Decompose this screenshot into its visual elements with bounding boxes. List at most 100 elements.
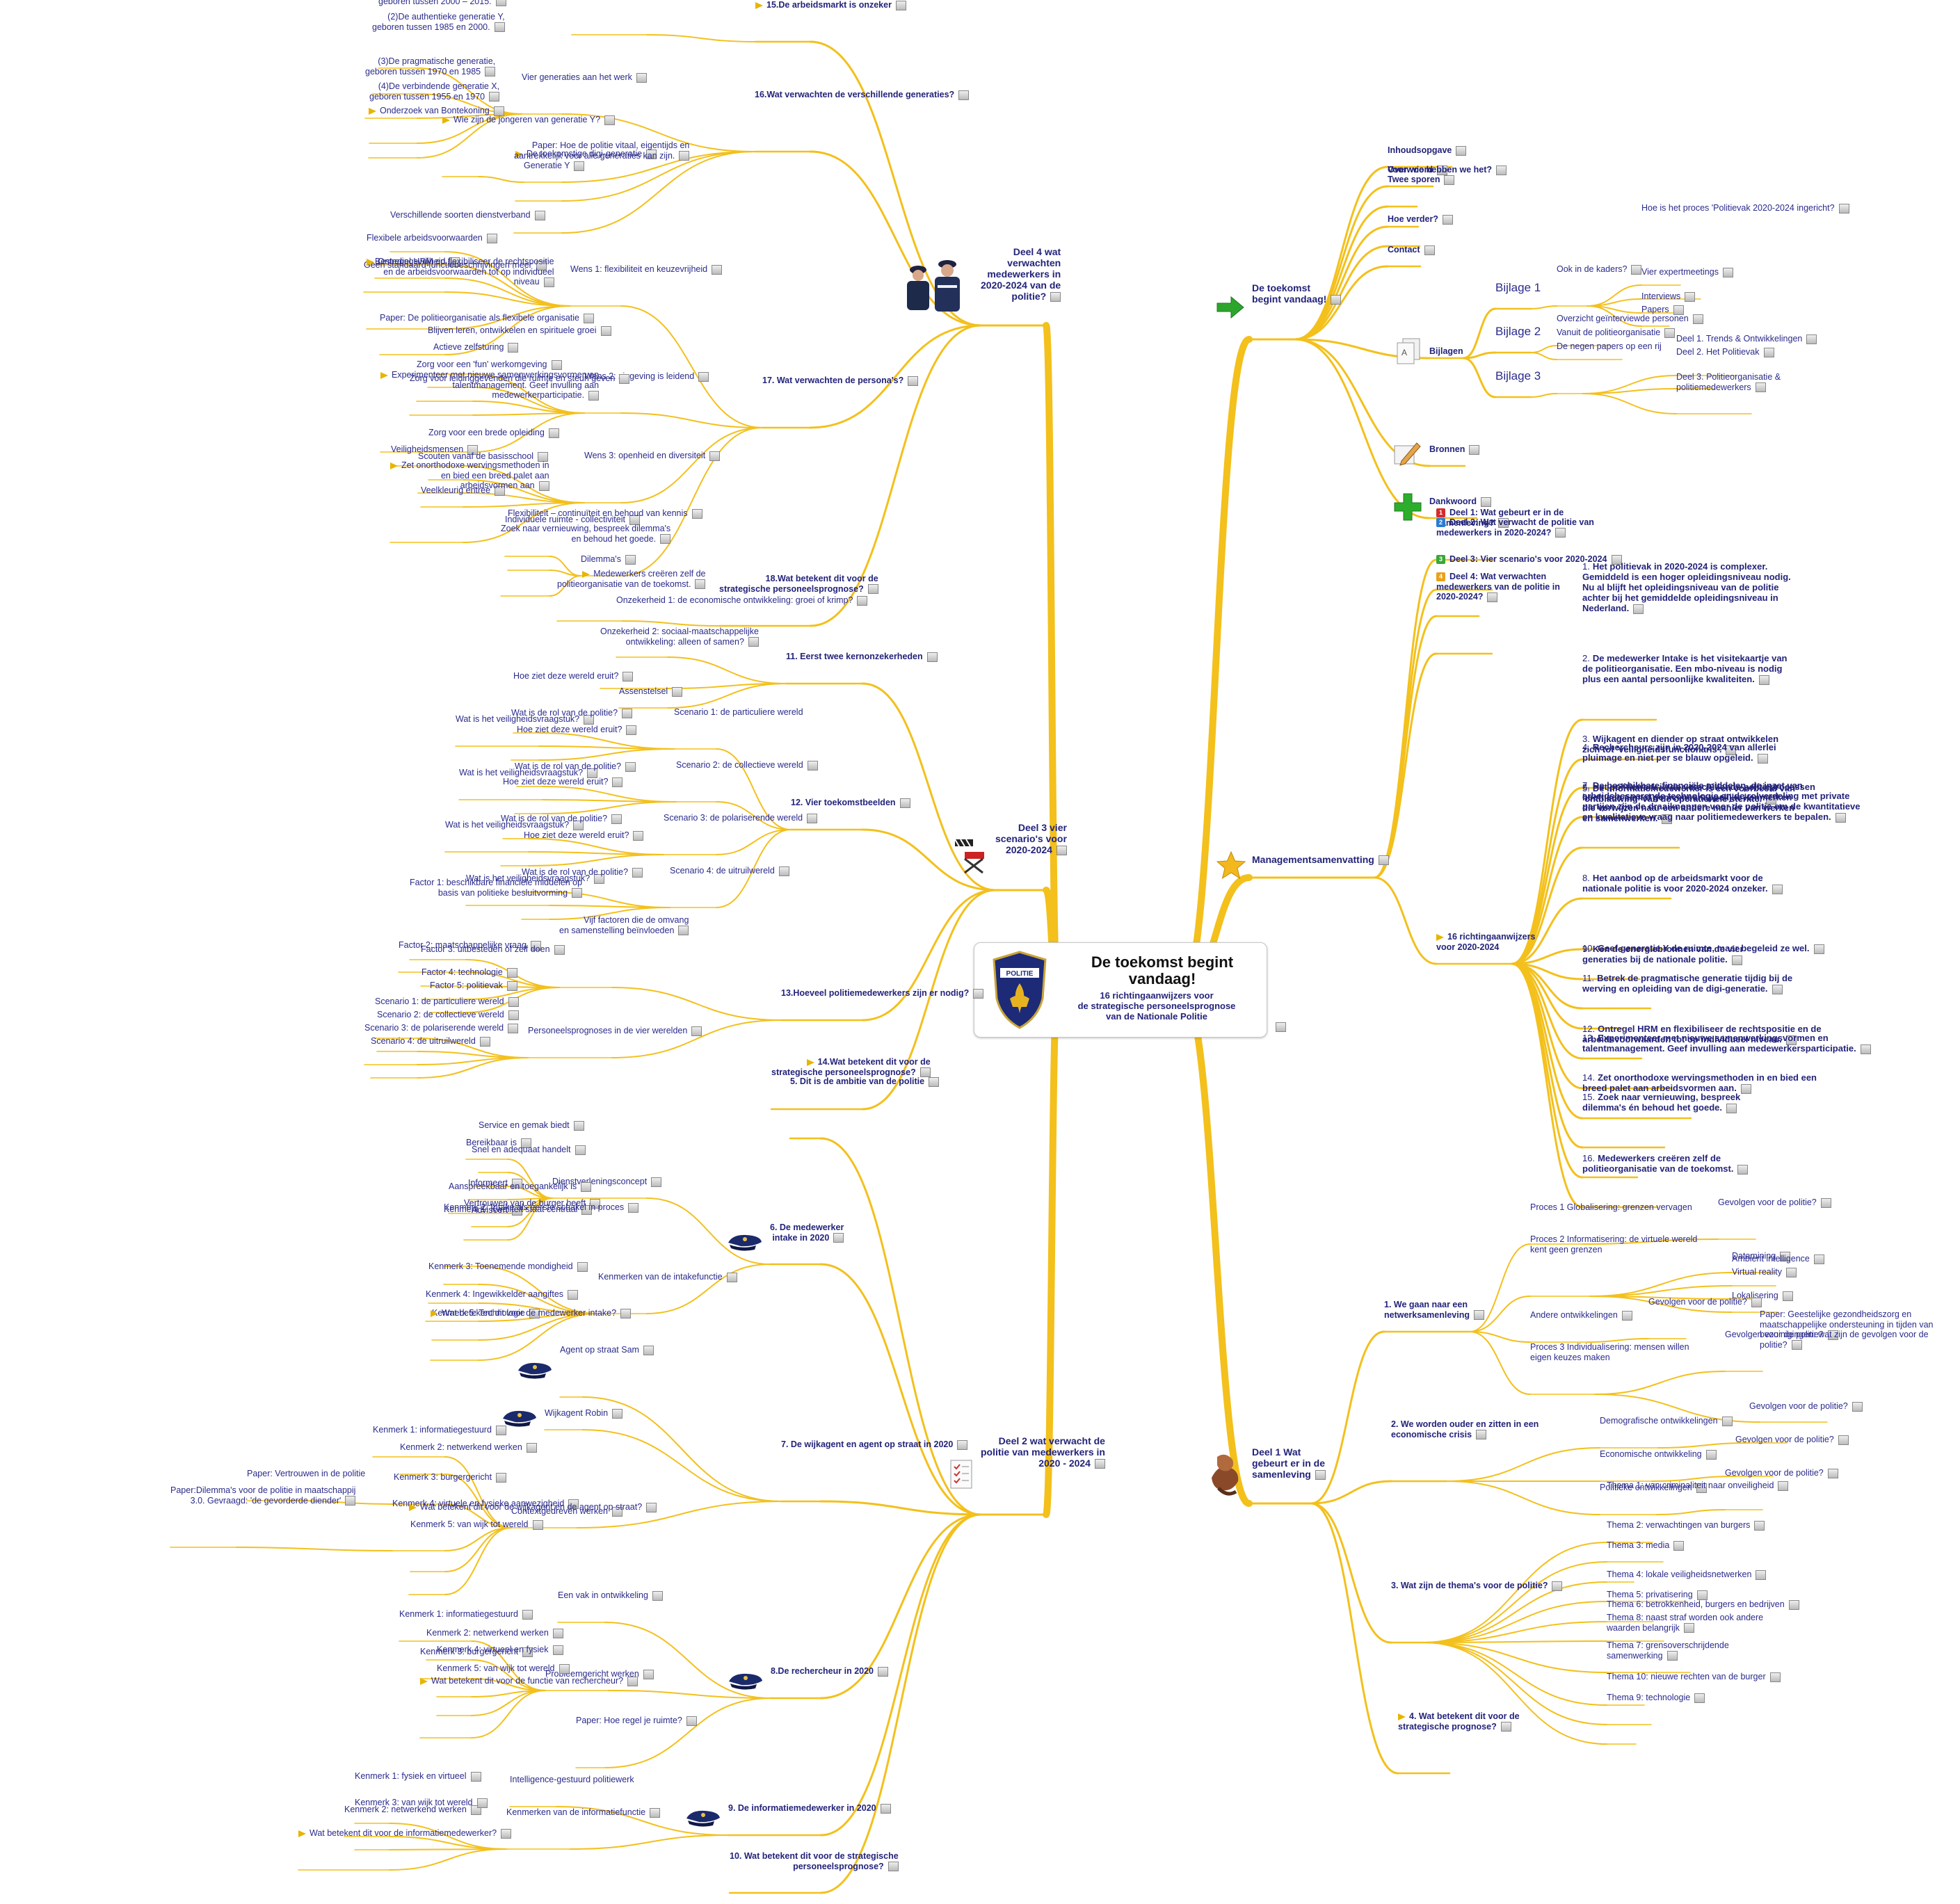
note-icon[interactable] — [1755, 382, 1766, 393]
node-dv2[interactable]: Service en gemak biedt — [479, 1120, 584, 1131]
node-dv5[interactable]: Aanspreekbaar en toegankelijk is — [449, 1181, 592, 1192]
node-w1a[interactable]: Verschillende soorten dienstverband — [390, 210, 545, 220]
note-icon[interactable] — [1496, 165, 1507, 175]
node-o2[interactable]: Onzekerheid 2: sociaal-maatschappelijke … — [600, 627, 759, 647]
note-icon[interactable] — [1683, 1623, 1694, 1633]
node-s1b[interactable]: Wat is het veiligheidsvraagstuk? — [456, 714, 595, 725]
note-icon[interactable] — [712, 264, 723, 275]
node-proces1[interactable]: Proces 1 Globalisering: grenzen vervagen — [1530, 1202, 1692, 1213]
node-w2a[interactable]: Actieve zelfsturing — [433, 342, 519, 353]
node-s2[interactable]: Scenario 2: de collectieve wereld — [676, 760, 818, 771]
note-icon[interactable] — [611, 1506, 622, 1517]
node-lokal[interactable]: Lokalisering — [1732, 1291, 1793, 1301]
note-icon[interactable] — [1424, 245, 1435, 255]
note-icon[interactable] — [1705, 1449, 1717, 1460]
node-n16[interactable]: 16.Wat verwachten de verschillende gener… — [755, 90, 970, 100]
node-deel2-pv[interactable]: Deel 2. Het Politievak — [1676, 347, 1774, 357]
note-icon[interactable] — [552, 1628, 563, 1638]
node-c4-paper[interactable]: Paper:Dilemma's voor de politie in maats… — [170, 1485, 356, 1506]
note-icon[interactable] — [1498, 518, 1509, 529]
note-icon[interactable] — [833, 1233, 844, 1243]
node-c4[interactable]: Kenmerk 4: virtuele en fysieke aanwezigh… — [392, 1499, 579, 1509]
node-deel4[interactable]: Deel 4 wat verwachten medewerkers in 202… — [981, 246, 1061, 302]
note-icon[interactable] — [622, 671, 634, 681]
node-s4[interactable]: Scenario 4: de uitruilwereld — [670, 866, 789, 876]
note-icon[interactable] — [1696, 1483, 1707, 1493]
note-icon[interactable] — [698, 371, 709, 382]
node-dankwoord[interactable]: Dankwoord — [1429, 497, 1492, 507]
node-virtual[interactable]: Virtual reality — [1732, 1267, 1797, 1277]
node-viergen[interactable]: Vier generaties aan het werk — [522, 72, 647, 83]
note-icon[interactable] — [1763, 347, 1774, 357]
node-s3a[interactable]: Hoe ziet deze wereld eruit? — [503, 777, 623, 787]
note-icon[interactable] — [1621, 1310, 1632, 1321]
node-dv3[interactable]: Snel en adequaat handelt — [472, 1145, 586, 1155]
node-g4[interactable]: (4)De verbindende generatie X, geboren t… — [369, 81, 500, 102]
note-icon[interactable] — [600, 325, 611, 336]
node-s2b[interactable]: Wat is het veiligheidsvraagstuk? — [459, 768, 598, 778]
node-ki3[interactable]: Kenmerk 3: Toenemende mondigheid — [428, 1261, 588, 1272]
note-icon[interactable] — [1631, 264, 1642, 275]
note-icon[interactable] — [1766, 794, 1777, 805]
node-n5[interactable]: 5. Dit is de ambitie van de politie — [790, 1076, 940, 1087]
note-icon[interactable] — [470, 1771, 481, 1782]
node-s1c[interactable]: Wat is de rol van de politie? — [511, 708, 633, 718]
node-negen-papers[interactable]: De negen papers op een rij — [1557, 341, 1662, 352]
node-proces3[interactable]: Proces 3 Individualisering: mensen wille… — [1530, 1342, 1689, 1362]
note-icon[interactable] — [1782, 1291, 1793, 1301]
note-icon[interactable] — [573, 820, 584, 830]
note-icon[interactable] — [1552, 1581, 1563, 1591]
node-r13[interactable]: 13.Experimenteer met nieuwe samenwerking… — [1582, 1033, 1871, 1054]
note-icon[interactable] — [691, 1026, 702, 1036]
node-r5[interactable]: 5.De informatiemedewerker is een voorbee… — [1582, 783, 1795, 805]
note-icon[interactable] — [629, 515, 640, 525]
node-r15[interactable]: 15.Zoek naar vernieuwing, bespreek dilem… — [1582, 1092, 1740, 1113]
node-n6[interactable]: 6. De medewerker intake in 2020 — [770, 1223, 844, 1243]
node-s1a[interactable]: Hoe ziet deze wereld eruit? — [513, 671, 634, 681]
note-icon[interactable] — [695, 579, 706, 590]
note-icon[interactable] — [573, 1120, 584, 1131]
note-icon[interactable] — [449, 257, 460, 267]
note-icon[interactable] — [1726, 745, 1737, 755]
note-icon[interactable] — [534, 210, 545, 220]
node-intel[interactable]: Intelligence-gestuurd politiewerk — [510, 1775, 634, 1785]
note-icon[interactable] — [604, 115, 616, 125]
node-bijlagen[interactable]: Bijlagen — [1429, 346, 1463, 357]
node-hoe-proces[interactable]: Hoe is het proces 'Politievak 2020-2024 … — [1641, 203, 1849, 213]
node-w2b[interactable]: Blijven leren, ontwikkelen en spirituele… — [428, 325, 611, 336]
node-deel3[interactable]: Deel 3 vier scenario's voor 2020-2024 — [995, 822, 1067, 856]
note-icon[interactable] — [1754, 1520, 1765, 1531]
node-bontekoning[interactable]: Onderzoek van Bontekoning — [369, 106, 504, 116]
note-icon[interactable] — [709, 451, 721, 461]
note-icon[interactable] — [899, 798, 910, 808]
node-demo-gev[interactable]: Gevolgen voor de politie? — [1749, 1401, 1863, 1412]
node-r1[interactable]: 1.Het politievak in 2020-2024 is complex… — [1582, 561, 1791, 614]
note-icon[interactable] — [1751, 1297, 1762, 1307]
node-t8[interactable]: Thema 8: naast straf worden ook andere w… — [1607, 1613, 1763, 1633]
note-icon[interactable] — [895, 0, 906, 10]
note-icon[interactable] — [807, 760, 818, 771]
node-pr4[interactable]: Kenmerk 4: virtueel en fysiek — [437, 1645, 563, 1655]
note-icon[interactable] — [1692, 314, 1703, 324]
node-d3[interactable]: Zoek naar vernieuwing, bespreek dilemma'… — [501, 524, 671, 544]
note-icon[interactable] — [479, 1036, 490, 1047]
node-t1[interactable]: Thema 1: van criminaliteit naar onveilig… — [1607, 1481, 1789, 1491]
note-icon[interactable] — [880, 1803, 891, 1814]
note-icon[interactable] — [1662, 814, 1673, 824]
node-w3a[interactable]: Veiligheidsmensen — [391, 444, 479, 455]
note-icon[interactable] — [1827, 1330, 1838, 1340]
node-s4b[interactable]: Wat is het veiligheidsvraagstuk? — [466, 873, 605, 884]
note-icon[interactable] — [508, 342, 519, 353]
node-r8[interactable]: 8.Het aanbod op de arbeidsmarkt voor de … — [1582, 873, 1783, 894]
note-icon[interactable] — [1780, 1251, 1791, 1261]
note-icon[interactable] — [522, 1647, 533, 1657]
note-icon[interactable] — [1094, 1459, 1105, 1469]
note-icon[interactable] — [1673, 1540, 1685, 1551]
note-icon[interactable] — [929, 1076, 940, 1087]
note-icon[interactable] — [651, 1177, 662, 1187]
node-interviews[interactable]: Interviews — [1641, 291, 1696, 302]
note-icon[interactable] — [1820, 1197, 1831, 1208]
node-dv1[interactable]: Bereikbaar is — [466, 1138, 531, 1148]
note-icon[interactable] — [622, 708, 633, 718]
note-icon[interactable] — [612, 777, 623, 787]
